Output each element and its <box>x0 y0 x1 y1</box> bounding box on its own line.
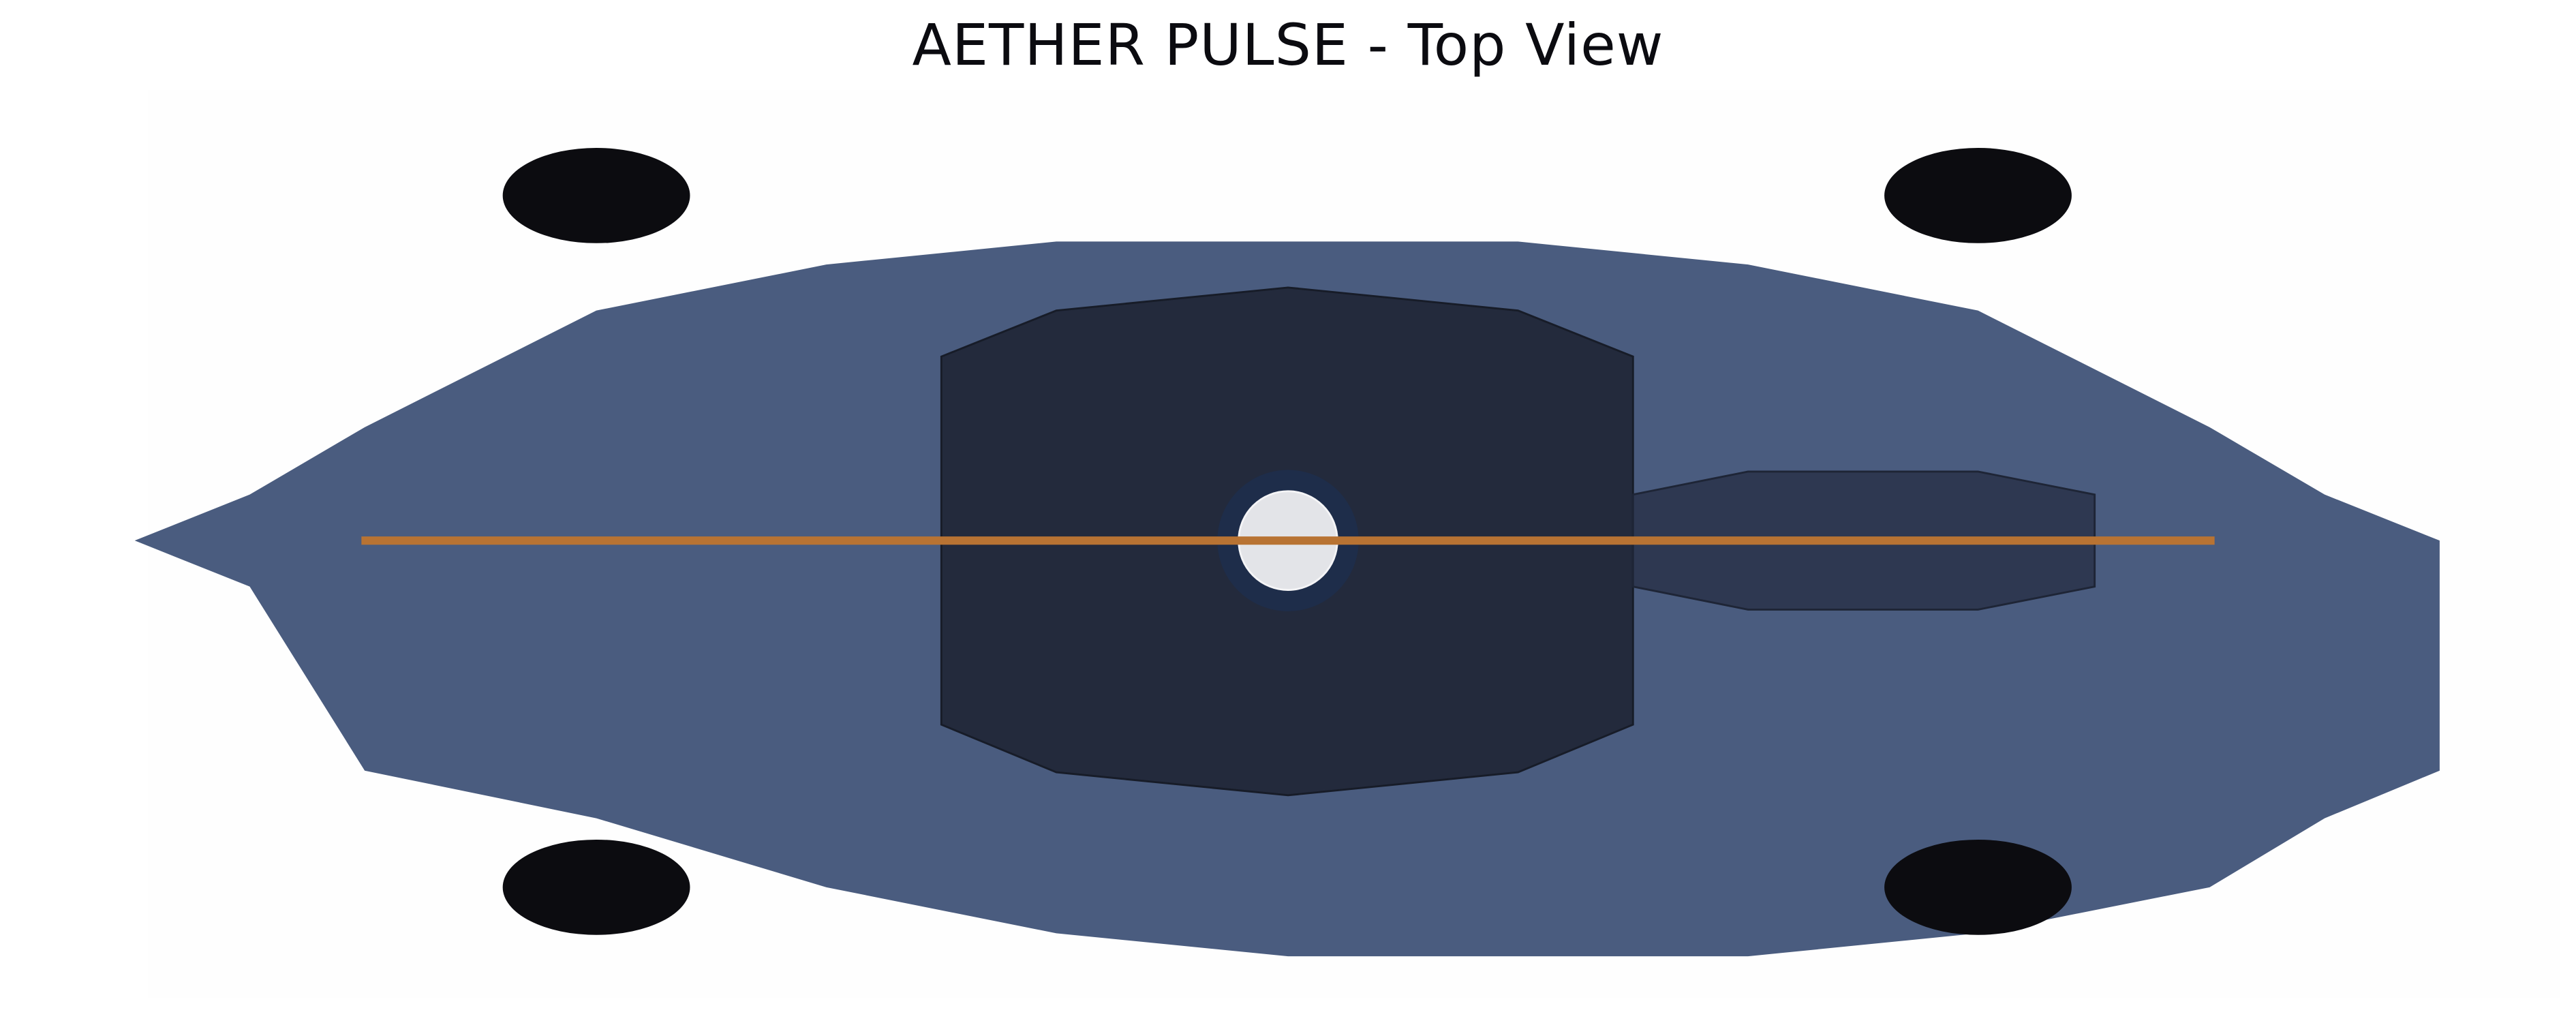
wheels <box>502 147 2072 935</box>
wheel-front-left <box>502 147 690 243</box>
wheel-front-right <box>502 839 690 935</box>
wheel-rear-left <box>1884 147 2072 243</box>
wheel-rear-right <box>1884 839 2072 935</box>
chart-title: AETHER PULSE - Top View <box>912 12 1664 78</box>
